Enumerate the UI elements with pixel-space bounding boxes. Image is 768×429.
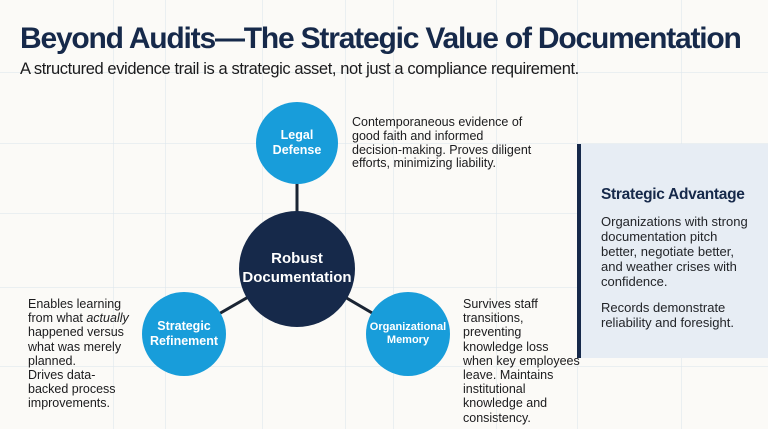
description-line: planned. (28, 353, 76, 368)
description-line: reliability and foresight. (601, 315, 734, 330)
node-strategic-refinement-label-line2: Refinement (149, 334, 219, 348)
strategic-advantage-panel: Strategic Advantage Organizations with s… (577, 144, 768, 358)
node-robust-documentation: Robust Documentation (239, 211, 355, 327)
description-line: decision-making. Proves diligent (352, 142, 532, 157)
node-legal-defense: Legal Defense (256, 102, 338, 184)
grid-line (113, 0, 114, 429)
description-line: Contemporaneous evidence of (352, 115, 523, 129)
node-organizational-memory-label-line2: Memory (386, 334, 430, 346)
node-legal-defense-label-line2: Defense (272, 143, 322, 157)
grid-line (0, 72, 768, 73)
description-line: Drives data- (28, 368, 96, 383)
description-line: better, negotiate better, (601, 244, 734, 259)
description-line: preventing (463, 325, 522, 340)
strategic-refinement-description: Enables learning from what actually happ… (28, 297, 129, 411)
description-line: knowledge loss (463, 339, 549, 354)
grid-line (393, 0, 394, 429)
page-subtitle: A structured evidence trail is a strateg… (20, 60, 579, 78)
node-strategic-refinement: Strategic Refinement (142, 292, 226, 376)
description-line: Survives staff (463, 297, 538, 311)
description-line: good faith and informed (352, 128, 484, 143)
page-title: Beyond Audits—The Strategic Value of Doc… (20, 22, 742, 55)
grid-line (262, 0, 263, 429)
description-line: consistency. (463, 410, 531, 425)
description-line: improvements. (28, 396, 110, 411)
description-italic-word: actually (86, 311, 129, 326)
node-organizational-memory-label-line1: Organizational (369, 321, 447, 334)
grid-line (345, 0, 346, 429)
node-organizational-memory: Organizational Memory (366, 292, 450, 376)
description-line: leave. Maintains (463, 368, 554, 383)
description-line: transitions, (463, 311, 524, 326)
grid-line (0, 213, 768, 214)
node-hub-label-line2: Documentation (242, 269, 352, 286)
description-line: Records demonstrate (601, 300, 726, 315)
description-line: documentation pitch (601, 229, 718, 244)
description-line: and weather crises with (601, 259, 737, 274)
description-text: from what (28, 311, 87, 326)
description-line: Enables learning (28, 297, 122, 311)
description-line: from what actually (28, 311, 129, 325)
description-line: confidence. (601, 274, 668, 289)
node-legal-defense-label-line1: Legal (280, 128, 314, 143)
description-line: happened versus (28, 325, 124, 340)
description-line: backed process (28, 382, 116, 397)
description-line: when key employees (463, 353, 580, 368)
description-line: efforts, minimizing liability. (352, 156, 497, 171)
description-line: Organizations with strong (601, 214, 748, 229)
description-line: what was merely (28, 339, 122, 354)
node-strategic-refinement-label-line1: Strategic (157, 319, 211, 334)
panel-heading: Strategic Advantage (601, 186, 745, 203)
node-hub-label-line1: Robust (271, 250, 323, 268)
grid-line (165, 0, 166, 429)
grid-line (496, 0, 497, 429)
description-line: institutional (463, 382, 526, 397)
grid-line (0, 143, 768, 144)
grid-line (0, 287, 768, 288)
description-line: knowledge and (463, 396, 548, 411)
